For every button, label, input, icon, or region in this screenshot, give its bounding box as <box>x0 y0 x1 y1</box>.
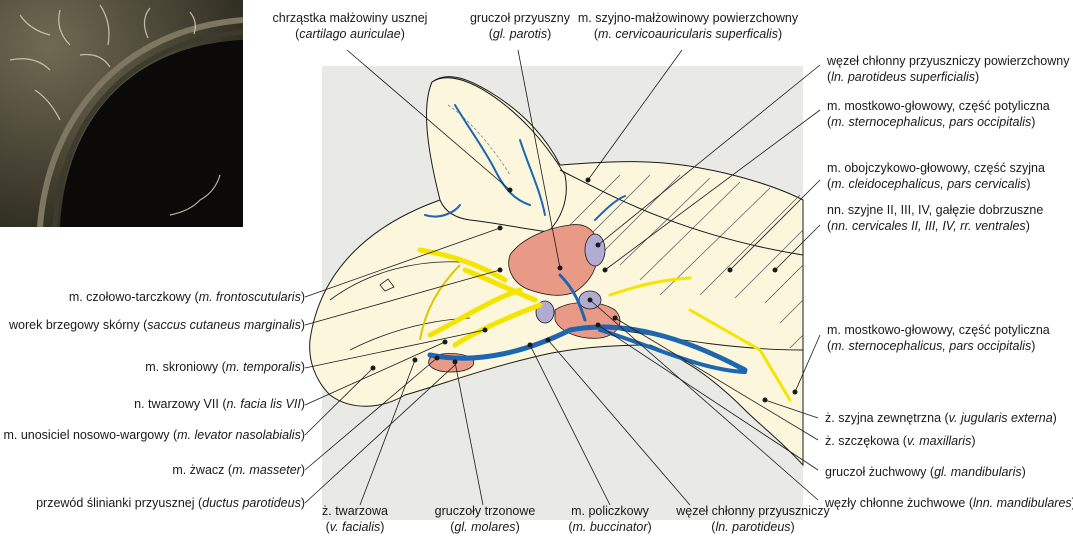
label-cartilago: chrząstka małżowiny usznej (cartilago au… <box>270 10 430 42</box>
label-molares-lat: gl. molares <box>454 520 515 534</box>
label-temporalis-pl: m. skroniowy ( <box>145 360 226 374</box>
label-sternocephalicus-1: m. mostkowo-głowowy, część potyliczna (m… <box>827 98 1050 130</box>
label-jugularis: ż. szyjna zewnętrzna (v. jugularis exter… <box>825 410 1057 426</box>
label-cleidocephalicus-pl: m. obojczykowo-głowowy, część szyjna <box>827 160 1045 176</box>
label-saccus-end: ) <box>301 318 305 332</box>
label-jugularis-end: ) <box>1053 411 1057 425</box>
label-masseter-pl: m. żwacz ( <box>172 463 232 477</box>
label-maxillaris-pl: ż. szczękowa ( <box>825 434 907 448</box>
label-sternocephalicus-1-pl: m. mostkowo-głowowy, część potyliczna <box>827 98 1050 114</box>
label-buccinator: m. policzkowy (m. buccinator) <box>555 503 665 535</box>
label-molares: gruczoły trzonowe (gl. molares) <box>425 503 545 535</box>
label-lnn-mandibulares: węzły chłonne żuchwowe (lnn. mandibulare… <box>825 495 1073 511</box>
label-masseter-end: ) <box>301 463 305 477</box>
label-mandibularis-lat: gl. mandibularis <box>934 465 1022 479</box>
label-ln-superficialis-lat: ln. parotideus superficialis <box>831 70 975 84</box>
label-levator: m. unosiciel nosowo-wargowy (m. levator … <box>3 427 305 443</box>
label-jugularis-pl: ż. szyjna zewnętrzna ( <box>825 411 949 425</box>
label-cartilago-lat: cartilago auriculae <box>299 27 400 41</box>
label-mandibularis-pl: gruczoł żuchwowy ( <box>825 465 934 479</box>
label-sternocephalicus-1-lat: m. sternocephalicus, pars occipitalis <box>831 115 1031 129</box>
label-ln-parotideus: węzeł chłonny przyuszniczy (ln. parotide… <box>673 503 833 535</box>
label-cleidocephalicus: m. obojczykowo-głowowy, część szyjna (m.… <box>827 160 1045 192</box>
label-frontoscutularis: m. czołowo-tarczkowy (m. frontoscutulari… <box>69 289 305 305</box>
label-ln-parotideus-pl: węzeł chłonny przyuszniczy <box>673 503 833 519</box>
label-cleidocephalicus-lat: m. cleidocephalicus, pars cervicalis <box>831 177 1026 191</box>
label-mandibularis: gruczoł żuchwowy (gl. mandibularis) <box>825 464 1026 480</box>
label-frontoscutularis-end: ) <box>301 290 305 304</box>
label-jugularis-lat: v. jugularis externa <box>949 411 1053 425</box>
label-ductus: przewód ślinianki przyusznej (ductus par… <box>36 495 305 511</box>
label-levator-end: ) <box>301 428 305 442</box>
label-nn-cervicales: nn. szyjne II, III, IV, gałęzie dobrzusz… <box>827 202 1043 234</box>
label-cartilago-pl: chrząstka małżowiny usznej <box>270 10 430 26</box>
label-cervicoauricularis-lat: m. cervicoauricularis superficalis <box>598 27 778 41</box>
label-ln-superficialis-pl: węzeł chłonny przyuszniczy powierzchowny <box>827 53 1069 69</box>
label-maxillaris-end: ) <box>971 434 975 448</box>
label-lnn-mandibulares-lat: lnn. mandibulares <box>973 496 1072 510</box>
label-ductus-end: ) <box>301 496 305 510</box>
label-cervicoauricularis: m. szyjno-małżowinowy powierzchowny (m. … <box>568 10 808 42</box>
label-facialis-v-lat: v. facialis <box>330 520 380 534</box>
label-temporalis-lat: m. temporalis <box>226 360 301 374</box>
label-mandibularis-end: ) <box>1022 465 1026 479</box>
label-masseter: m. żwacz (m. masseter) <box>172 462 305 478</box>
label-saccus: worek brzegowy skórny (saccus cutaneus m… <box>9 317 305 333</box>
label-levator-lat: m. levator nasolabialis <box>177 428 301 442</box>
label-facialis-v: ż. twarzowa (v. facialis) <box>315 503 395 535</box>
label-lnn-mandibulares-pl: węzły chłonne żuchwowe ( <box>825 496 973 510</box>
label-facialis-n-end: ) <box>301 397 305 411</box>
label-temporalis: m. skroniowy (m. temporalis) <box>145 359 305 375</box>
label-cervicoauricularis-pl: m. szyjno-małżowinowy powierzchowny <box>568 10 808 26</box>
label-masseter-lat: m. masseter <box>232 463 301 477</box>
label-ln-parotideus-lat: ln. parotideus <box>715 520 790 534</box>
label-facialis-n: n. twarzowy VII (n. facia lis VII) <box>134 396 305 412</box>
label-buccinator-lat: m. buccinator <box>572 520 647 534</box>
label-parotis: gruczoł przyuszny (gl. parotis) <box>455 10 585 42</box>
ln-superficialis <box>585 234 605 266</box>
label-ductus-pl: przewód ślinianki przyusznej ( <box>36 496 202 510</box>
label-sternocephalicus-2-pl: m. mostkowo-głowowy, część potyliczna <box>827 322 1050 338</box>
label-buccinator-pl: m. policzkowy <box>555 503 665 519</box>
label-frontoscutularis-lat: m. frontoscutularis <box>199 290 301 304</box>
label-frontoscutularis-pl: m. czołowo-tarczkowy ( <box>69 290 199 304</box>
label-maxillaris-lat: v. maxillaris <box>907 434 971 448</box>
label-saccus-pl: worek brzegowy skórny ( <box>9 318 147 332</box>
label-temporalis-end: ) <box>301 360 305 374</box>
label-facialis-n-lat: n. facia lis VII <box>226 397 300 411</box>
label-saccus-lat: saccus cutaneus marginalis <box>147 318 301 332</box>
label-parotis-pl: gruczoł przyuszny <box>455 10 585 26</box>
label-parotis-lat: gl. parotis <box>493 27 547 41</box>
label-ln-superficialis: węzeł chłonny przyuszniczy powierzchowny… <box>827 53 1069 85</box>
label-nn-cervicales-pl: nn. szyjne II, III, IV, gałęzie dobrzusz… <box>827 202 1043 218</box>
label-sternocephalicus-2: m. mostkowo-głowowy, część potyliczna (m… <box>827 322 1050 354</box>
label-molares-pl: gruczoły trzonowe <box>425 503 545 519</box>
label-facialis-n-pl: n. twarzowy VII ( <box>134 397 226 411</box>
label-maxillaris: ż. szczękowa (v. maxillaris) <box>825 433 976 449</box>
label-nn-cervicales-lat: nn. cervicales II, III, IV, rr. ventrale… <box>831 219 1026 233</box>
label-levator-pl: m. unosiciel nosowo-wargowy ( <box>3 428 177 442</box>
label-ductus-lat: ductus parotideus <box>202 496 301 510</box>
label-facialis-v-pl: ż. twarzowa <box>315 503 395 519</box>
label-sternocephalicus-2-lat: m. sternocephalicus, pars occipitalis <box>831 339 1031 353</box>
